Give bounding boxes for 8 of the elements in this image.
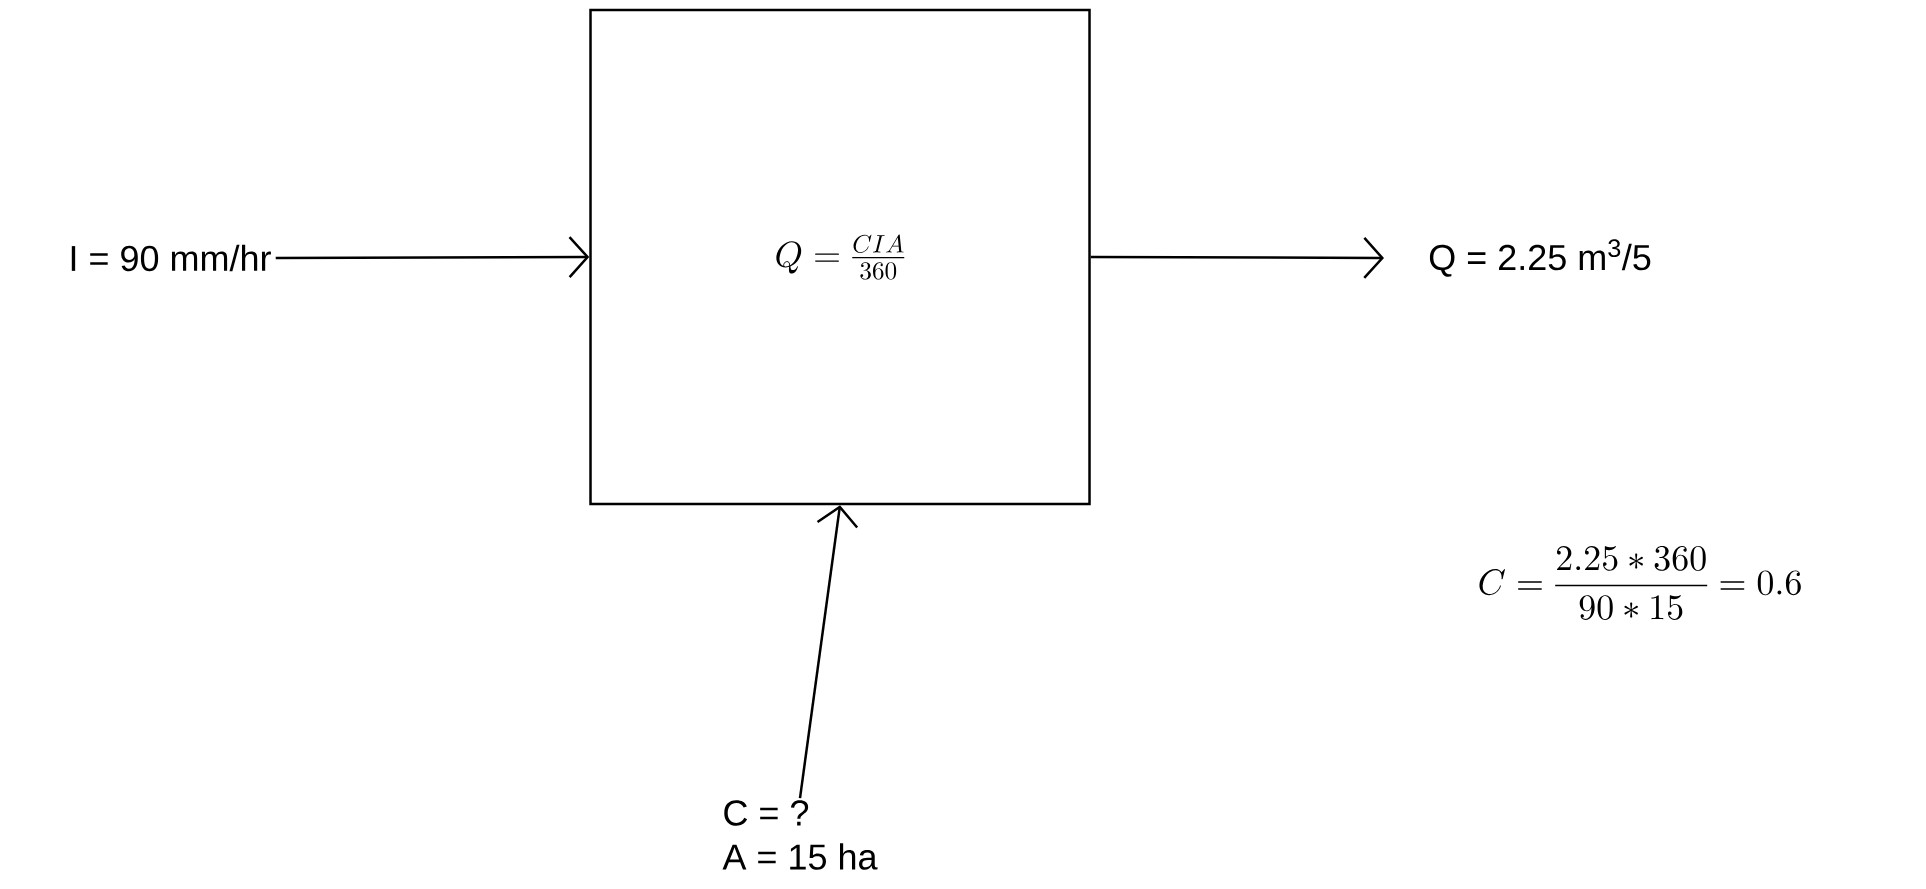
arrow [1090, 237, 1384, 279]
output-text: Q = 2.25 m$^{3}$/5 [1429, 239, 1651, 277]
arrow [275, 236, 590, 278]
result-formula: $C = \frac{2.25 * 360}{90 * 15} = 0.6$ [1479, 546, 1801, 620]
formula-box: $Q = \frac{CIA}{360}$ [589, 8, 1091, 506]
arrow [798, 505, 859, 799]
input-values-text: C = ? A = 15 ha [722, 800, 878, 870]
input-text: I = 90 mm/hr [71, 244, 271, 272]
